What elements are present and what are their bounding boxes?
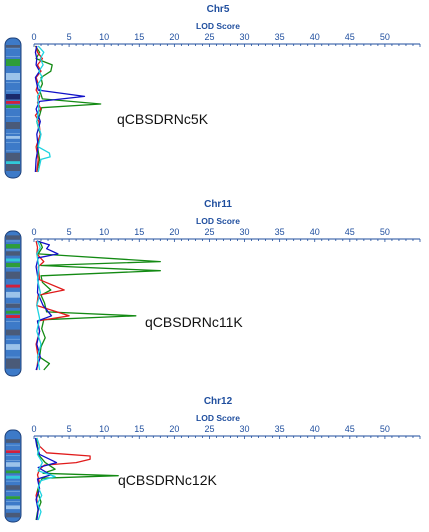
x-tick-label: 40: [310, 424, 320, 434]
chromosome-ideogram: [4, 230, 22, 377]
chromosome-band: [6, 136, 20, 139]
chromosome-band: [6, 470, 20, 474]
x-axis-label: LOD Score: [196, 21, 240, 31]
chromosome-band: [6, 485, 20, 490]
chromosome-band: [6, 310, 20, 314]
chr12-panel: Chr12 LOD Score 0 5 10 15 20 25 30 35 40 45 50 qCB…: [4, 396, 421, 523]
chromosome-band: [6, 45, 20, 48]
x-axis: [33, 435, 421, 439]
x-tick-label: 30: [240, 424, 250, 434]
x-tick-label: 10: [99, 424, 109, 434]
lod-traces: [34, 45, 102, 173]
chromosome-band: [6, 303, 20, 308]
x-tick-label: 35: [275, 32, 285, 42]
qtl-label: qCBSDRNc12K: [118, 472, 217, 488]
x-tick-label: 50: [380, 227, 390, 237]
x-tick-label: 45: [345, 424, 355, 434]
x-axis-label: LOD Score: [196, 413, 240, 423]
chromosome-band: [6, 496, 20, 499]
chromosome-band: [6, 258, 20, 262]
chromosome-band: [6, 59, 20, 66]
chromosome-band: [6, 505, 20, 510]
x-tick-label: 15: [134, 424, 144, 434]
chromosome-band: [6, 122, 20, 129]
chromosome-band: [6, 512, 20, 518]
lod-trace-blue: [35, 240, 59, 371]
panel-title: Chr11: [204, 199, 232, 210]
chromosome-band: [6, 94, 20, 100]
chromosome-band: [6, 101, 20, 104]
qtl-label: qCBSDRNc11K: [145, 314, 243, 330]
chromosome-band: [6, 251, 20, 256]
lod-trace-cyan: [36, 45, 51, 173]
x-axis: [33, 238, 421, 242]
panel-title: Chr12: [204, 396, 233, 407]
x-tick-label: 30: [240, 227, 250, 237]
x-tick-label: 5: [67, 32, 72, 42]
chromosome-band: [6, 315, 20, 318]
chr11-panel: Chr11 LOD Score 0 5 10 15 20 25 30 35 40 45 50 qCB…: [4, 199, 421, 377]
x-tick-label: 30: [240, 32, 250, 42]
x-tick-label: 0: [31, 32, 36, 42]
x-tick-label: 50: [380, 32, 390, 42]
x-tick-label: 40: [310, 227, 320, 237]
x-tick-label: 20: [169, 227, 179, 237]
x-tick-label: 25: [204, 32, 214, 42]
x-tick-label: 45: [345, 32, 355, 42]
chromosome-band: [6, 329, 20, 336]
chromosome-band: [6, 105, 20, 108]
x-tick-label: 45: [345, 227, 355, 237]
lod-trace-cyan: [36, 437, 56, 521]
lod-traces: [35, 240, 161, 371]
lod-trace-cyan: [36, 240, 42, 371]
chromosome-band: [6, 244, 20, 249]
x-tick-label: 15: [134, 227, 144, 237]
x-tick-label: 0: [31, 424, 36, 434]
lod-trace-red: [35, 437, 91, 521]
lod-trace-green: [37, 240, 161, 371]
chromosome-band: [6, 462, 20, 467]
chromosome-ideogram: [4, 429, 22, 523]
x-tick-label: 35: [275, 424, 285, 434]
chromosome-ideogram: [4, 37, 22, 179]
lod-traces: [34, 437, 119, 521]
x-tick-label: 25: [204, 424, 214, 434]
x-tick-labels: 0 5 10 15 20 25 30 35 40 45 50: [31, 424, 389, 434]
x-tick-label: 50: [380, 424, 390, 434]
x-tick-labels: 0 5 10 15 20 25 30 35 40 45 50: [31, 32, 389, 42]
x-tick-label: 35: [275, 227, 285, 237]
chromosome-band: [6, 344, 20, 350]
chromosome-band: [6, 476, 20, 479]
lod-trace-blue: [34, 45, 86, 173]
x-tick-labels: 0 5 10 15 20 25 30 35 40 45 50: [31, 227, 389, 237]
x-tick-label: 0: [31, 227, 36, 237]
chromosome-band: [6, 262, 20, 268]
chromosome-band: [6, 358, 20, 369]
x-tick-label: 25: [204, 227, 214, 237]
x-axis: [33, 43, 421, 47]
qtl-label: qCBSDRNc5K: [117, 111, 209, 127]
chromosome-band: [6, 161, 20, 164]
x-axis-label: LOD Score: [196, 216, 240, 226]
chromosome-band: [6, 235, 20, 240]
lod-trace-red: [34, 45, 44, 173]
x-tick-label: 5: [67, 424, 72, 434]
x-tick-label: 10: [99, 227, 109, 237]
x-tick-label: 10: [99, 32, 109, 42]
chromosome-band: [6, 439, 20, 443]
chromosome-band: [6, 73, 20, 80]
chromosome-band: [6, 450, 20, 453]
x-tick-label: 20: [169, 424, 179, 434]
chromosome-band: [6, 271, 20, 279]
chr5-panel: Chr5 LOD Score 0 5 10 15 20 25 30 35 40 45 50 qCBS…: [4, 4, 421, 179]
chromosome-band: [6, 291, 20, 298]
panel-title: Chr5: [207, 4, 230, 15]
x-tick-label: 15: [134, 32, 144, 42]
x-tick-label: 5: [67, 227, 72, 237]
x-tick-label: 40: [310, 32, 320, 42]
lod-trace-green: [34, 45, 102, 173]
chromosome-band: [6, 284, 20, 288]
x-tick-label: 20: [169, 32, 179, 42]
